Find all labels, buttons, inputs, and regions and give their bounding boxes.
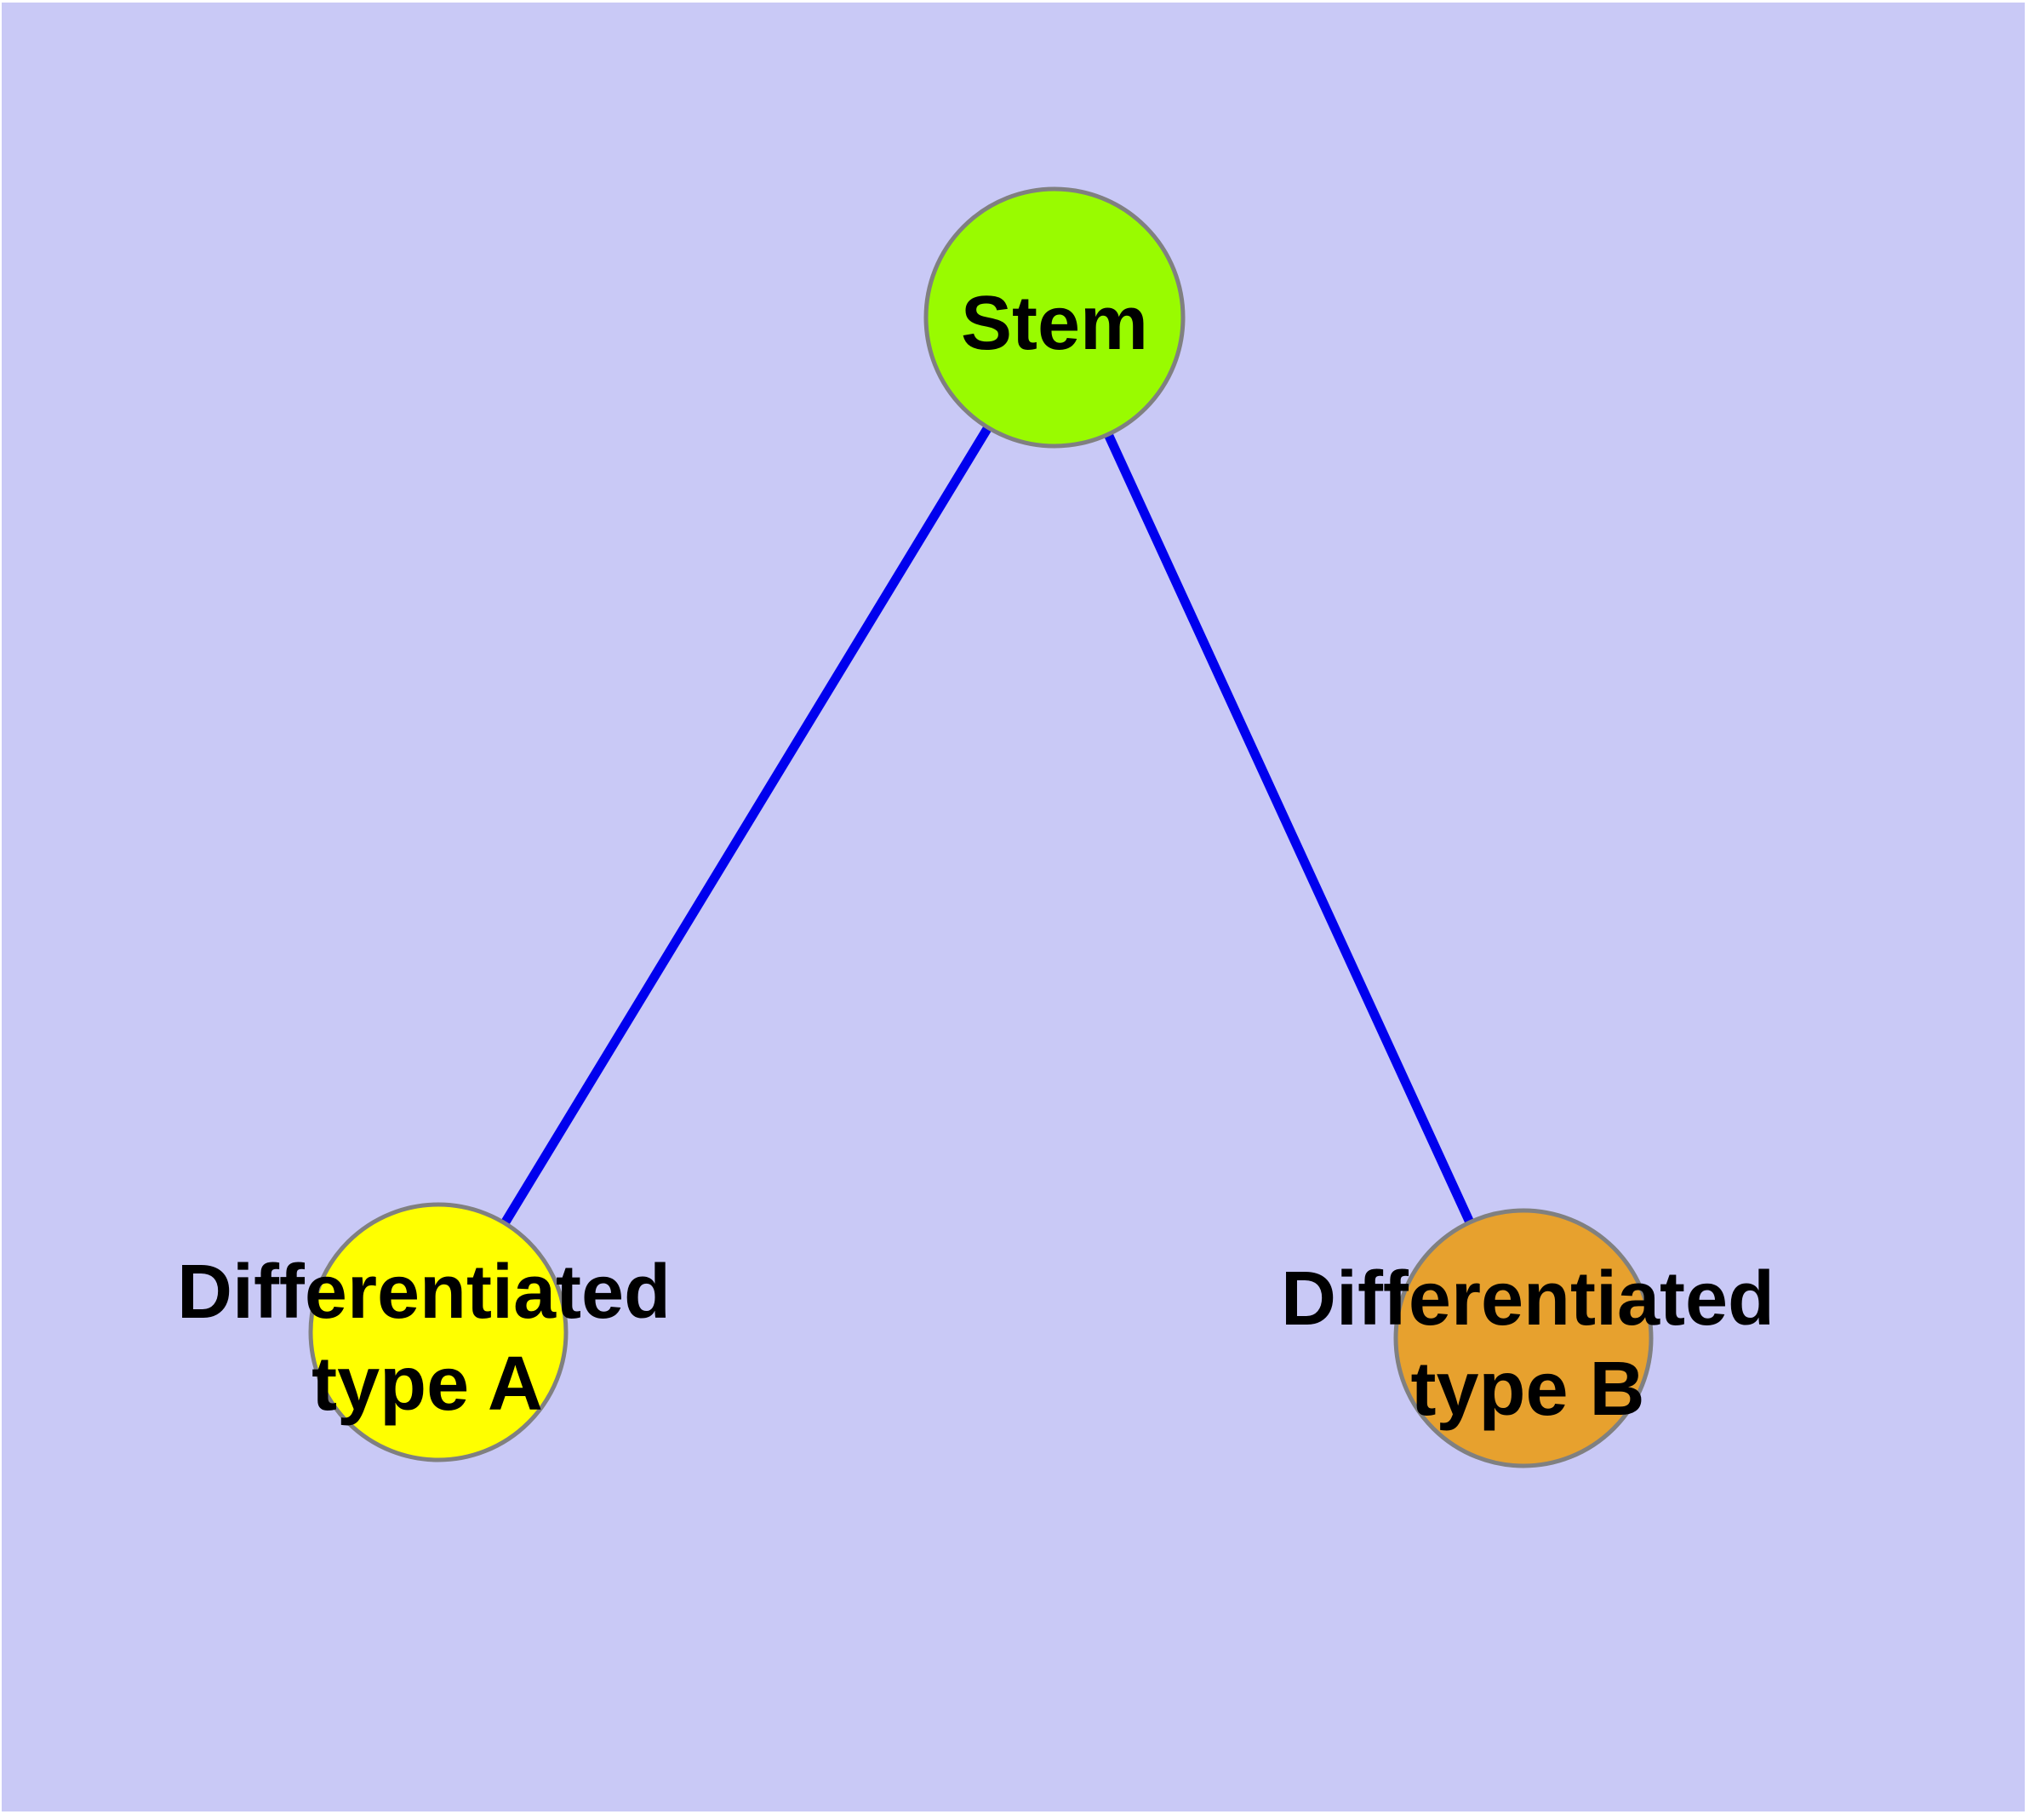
type-b-node-label-line2: type B [1410,1347,1644,1432]
type-b-node [1393,1208,1654,1468]
stem-node [923,186,1186,449]
edge-stem-to-type-b [1104,432,1474,1225]
edge-stem-to-type-a [500,425,992,1226]
stem-node-label: Stem [961,281,1148,366]
type-a-node [308,1202,569,1462]
type-a-node-label-line1: Differentiated [177,1250,671,1335]
type-b-node-label-line1: Differentiated [1281,1256,1775,1342]
type-a-node-label-line2: type A [311,1342,543,1427]
